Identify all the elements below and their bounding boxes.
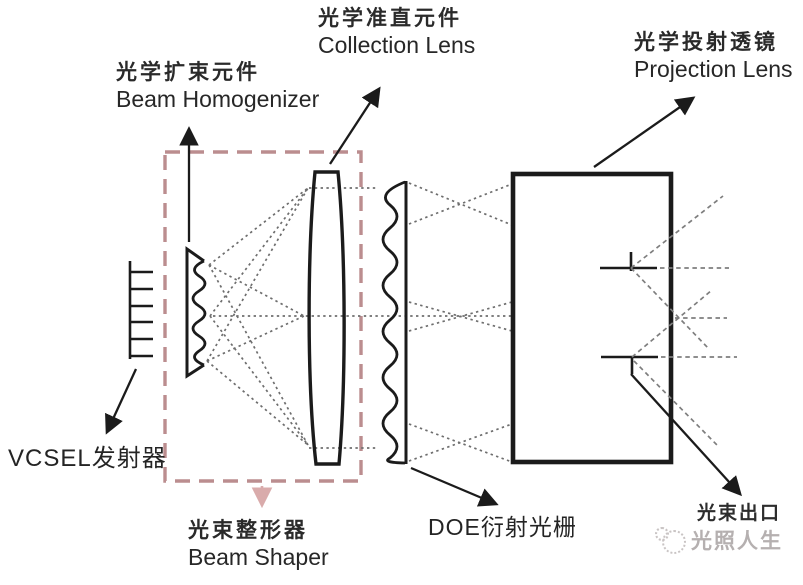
ray-bundle-output [630,195,737,446]
beam-shaper-label-en: Beam Shaper [188,544,329,571]
projection-lens-label-arrow [593,96,696,168]
projection-lens-label: 光学投射透镜 Projection Lens [634,29,793,83]
doe-label-text: DOE衍射光栅 [428,514,577,540]
aperture-markers [600,252,658,374]
ray-bundle-homogenizer-to-lens [206,187,512,449]
beam-homogenizer-label-zh: 光学扩束元件 [116,59,260,84]
collection-lens-element [307,170,346,466]
watermark-logo-icon [653,525,687,555]
projection-lens-element [510,171,674,465]
vcsel-label: VCSEL发射器 [8,445,167,473]
doe-label-arrow [410,466,499,507]
collection-lens-label: 光学准直元件 Collection Lens [318,5,476,59]
doe-label: DOE衍射光栅 [428,514,577,540]
beam-homogenizer-element [185,246,207,379]
collection-lens-label-arrow [329,86,381,165]
beam-shaper-label-zh: 光束整形器 [188,517,308,542]
label-arrows [105,86,742,507]
beam-shaper-label: 光束整形器 Beam Shaper [188,517,329,571]
watermark: 光照人生 [653,525,783,555]
vcsel-label-text: VCSEL发射器 [8,445,167,472]
watermark-text: 光照人生 [691,528,783,553]
vcsel-label-arrow [105,368,138,435]
doe-grating-element [381,180,408,465]
vcsel-emitter [128,261,153,359]
projection-lens-label-en: Projection Lens [634,56,793,83]
collection-lens-label-en: Collection Lens [318,32,476,59]
beam-exit-arrow [630,373,742,497]
beam-homogenizer-label: 光学扩束元件 Beam Homogenizer [116,59,320,113]
collection-lens-label-zh: 光学准直元件 [318,5,462,30]
beam-shaper-dashed-box [163,150,363,483]
projection-lens-label-zh: 光学投射透镜 [634,29,778,54]
beam-homogenizer-label-en: Beam Homogenizer [116,86,320,113]
beam-exit-label: 光束出口 [697,502,782,525]
beam-exit-label-text: 光束出口 [697,502,782,524]
ray-bundle-doe-to-projection [408,182,513,463]
